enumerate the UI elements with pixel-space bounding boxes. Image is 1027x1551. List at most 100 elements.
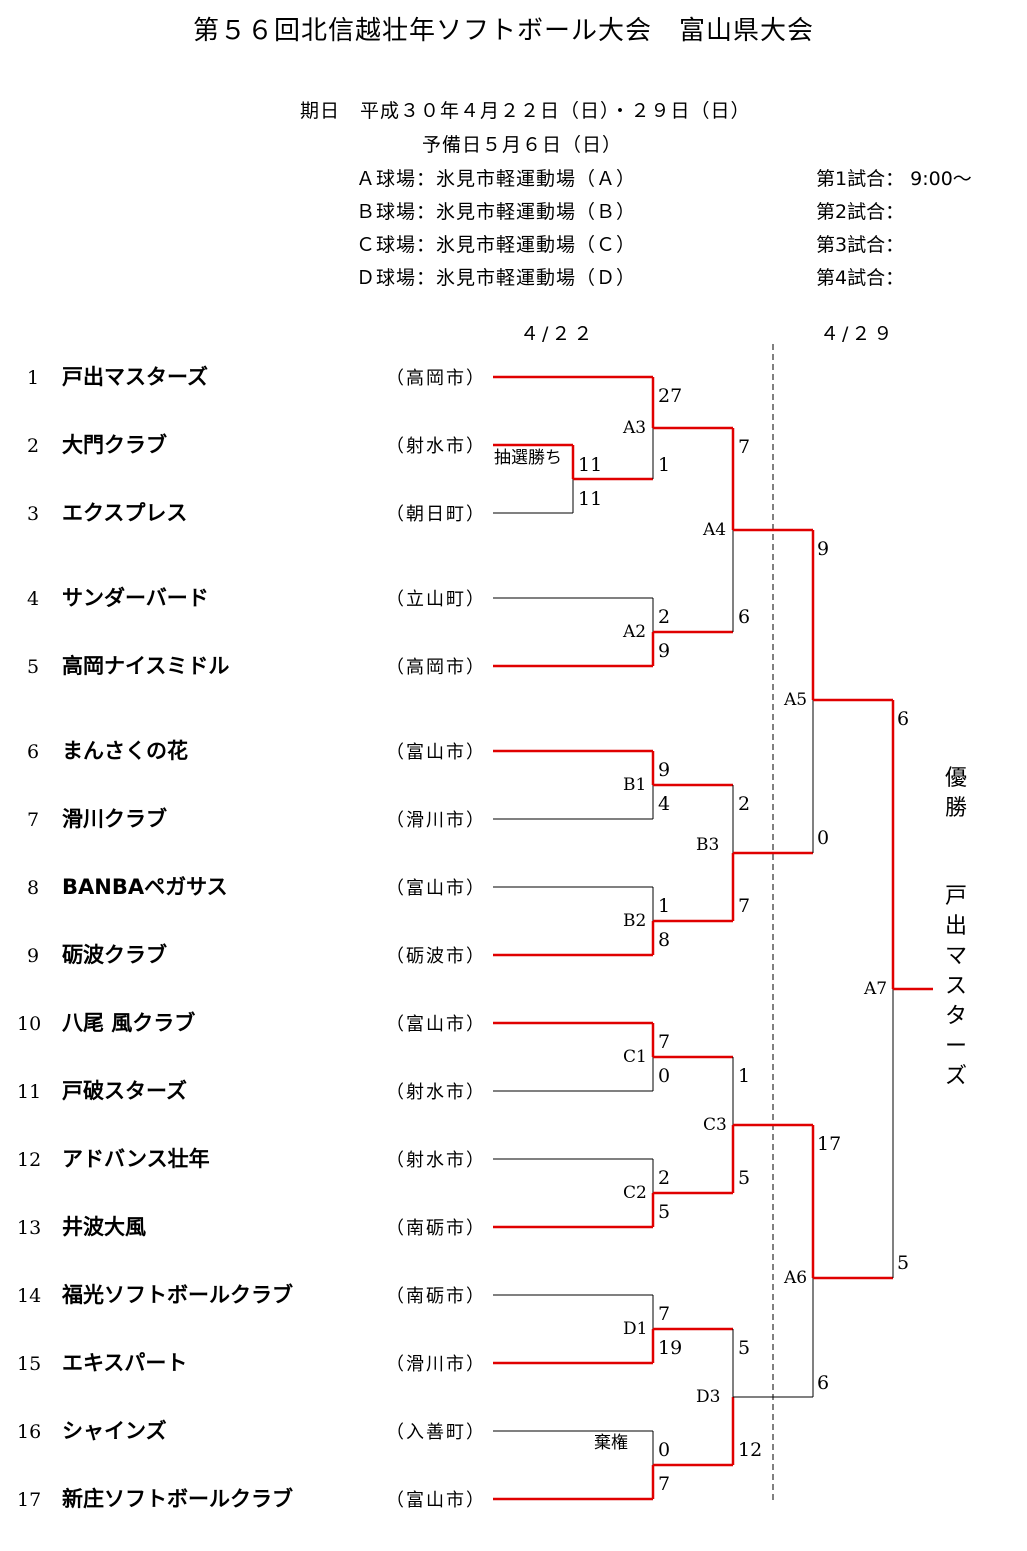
match-score: 9 — [658, 759, 671, 781]
team-city: （立山町） — [386, 589, 486, 610]
match-label: D1 — [623, 1319, 648, 1339]
team-city: （射水市） — [386, 1082, 486, 1103]
match-score: 0 — [658, 1065, 671, 1087]
match-score: 7 — [658, 1031, 671, 1053]
event-dates: 期日 平成３０年４月２２日（日）・２９日（日） — [300, 100, 751, 122]
lottery-win-note: 抽選勝ち — [494, 448, 562, 468]
match-score: 5 — [658, 1201, 671, 1223]
team-name: 戸破スターズ — [62, 1079, 187, 1103]
team-name: 戸出マスターズ — [62, 365, 208, 389]
team-name: エクスプレス — [62, 501, 188, 525]
team-seed: 9 — [27, 945, 40, 967]
team-city: （射水市） — [386, 1150, 486, 1171]
team-seed: 8 — [27, 877, 40, 899]
match-score: 1 — [658, 454, 671, 476]
match-score: 2 — [658, 606, 671, 628]
match-score: 9 — [658, 640, 671, 662]
team-name: 福光ソフトボールクラブ — [62, 1283, 293, 1307]
team-name: 滑川クラブ — [62, 807, 167, 831]
field-d: Ｄ球場：氷見市軽運動場（Ｄ） — [356, 267, 637, 289]
match-score: 5 — [738, 1337, 751, 1359]
match-label: A4 — [703, 520, 727, 540]
team-city: （南砺市） — [386, 1218, 486, 1239]
round-date-day1: ４/２２ — [520, 323, 596, 345]
match-score: 19 — [658, 1337, 683, 1359]
team-name: 大門クラブ — [62, 433, 167, 457]
team-name: サンダーバード — [62, 586, 209, 610]
match-score: 0 — [817, 827, 830, 849]
match-score: 5 — [897, 1252, 910, 1274]
team-city: （富山市） — [386, 1014, 486, 1035]
match-label: A3 — [623, 418, 647, 438]
field-c: Ｃ球場：氷見市軽運動場（Ｃ） — [356, 234, 637, 256]
team-city: （朝日町） — [386, 504, 486, 525]
team-city: （滑川市） — [386, 1354, 486, 1375]
round-date-day2: ４/２９ — [820, 323, 896, 345]
match-label: D3 — [696, 1387, 721, 1407]
reserve-date: 予備日５月６日（日） — [422, 134, 623, 156]
team-seed: 16 — [17, 1421, 42, 1443]
team-seed: 4 — [27, 588, 40, 610]
match-label: B3 — [696, 835, 720, 855]
team-seed: 15 — [17, 1353, 42, 1375]
match-score: 7 — [658, 1303, 671, 1325]
match-score: 17 — [817, 1133, 842, 1155]
team-name: 新庄ソフトボールクラブ — [62, 1487, 293, 1511]
team-name: 高岡ナイスミドル — [62, 654, 230, 678]
team-city: （富山市） — [386, 878, 486, 899]
team-city: （高岡市） — [386, 657, 486, 678]
team-name: 八尾 風クラブ — [62, 1011, 196, 1035]
team-city: （富山市） — [386, 742, 486, 763]
champion-team: 戸出マスターズ — [944, 884, 967, 1089]
team-name: アドバンス壮年 — [62, 1147, 210, 1171]
match-score: 7 — [738, 895, 751, 917]
match-score: 6 — [738, 606, 751, 628]
team-name: まんさくの花 — [62, 739, 188, 763]
match-score: 9 — [817, 538, 830, 560]
match-score: 0 — [658, 1439, 671, 1461]
team-name: 井波大風 — [62, 1215, 146, 1239]
team-city: （滑川市） — [386, 810, 486, 831]
forfeit-note: 棄権 — [594, 1433, 628, 1453]
match-label: B1 — [623, 775, 647, 795]
team-seed: 14 — [17, 1285, 42, 1307]
match-label: C3 — [703, 1115, 727, 1135]
team-city: （南砺市） — [386, 1286, 486, 1307]
match-score: 11 — [578, 488, 603, 510]
game-1-time: 第1試合： 9:00～ — [816, 168, 972, 190]
match-score: 2 — [658, 1167, 671, 1189]
match-score: 12 — [738, 1439, 763, 1461]
match-label: A7 — [864, 979, 888, 999]
match-score: 5 — [738, 1167, 751, 1189]
team-city: （富山市） — [386, 1490, 486, 1511]
page-title: 第５６回北信越壮年ソフトボール大会 富山県大会 — [193, 16, 815, 46]
match-label: A6 — [784, 1268, 808, 1288]
team-city: （高岡市） — [386, 368, 486, 389]
champion-label: 優勝 — [944, 766, 967, 821]
match-score: 6 — [817, 1372, 830, 1394]
match-label: B2 — [623, 911, 647, 931]
team-seed: 2 — [27, 435, 40, 457]
team-seed: 10 — [17, 1013, 42, 1035]
field-a: Ａ球場：氷見市軽運動場（Ａ） — [356, 168, 637, 190]
match-score: 8 — [658, 929, 671, 951]
team-city: （入善町） — [386, 1422, 486, 1443]
match-score: 6 — [897, 708, 910, 730]
match-score: 4 — [658, 793, 671, 815]
game-3-time: 第3試合： — [816, 234, 905, 256]
team-seed: 1 — [27, 367, 40, 389]
match-score: 27 — [658, 385, 683, 407]
field-b: Ｂ球場：氷見市軽運動場（Ｂ） — [356, 201, 637, 223]
team-seed: 7 — [27, 809, 40, 831]
game-2-time: 第2試合： — [816, 201, 905, 223]
match-label: A5 — [784, 690, 808, 710]
team-seed: 12 — [17, 1149, 42, 1171]
match-score: 1 — [738, 1065, 751, 1087]
match-score: 2 — [738, 793, 751, 815]
team-seed: 6 — [27, 741, 40, 763]
team-seed: 11 — [17, 1081, 42, 1103]
team-city: （射水市） — [386, 436, 486, 457]
match-label: C1 — [623, 1047, 647, 1067]
team-seed: 3 — [27, 503, 40, 525]
